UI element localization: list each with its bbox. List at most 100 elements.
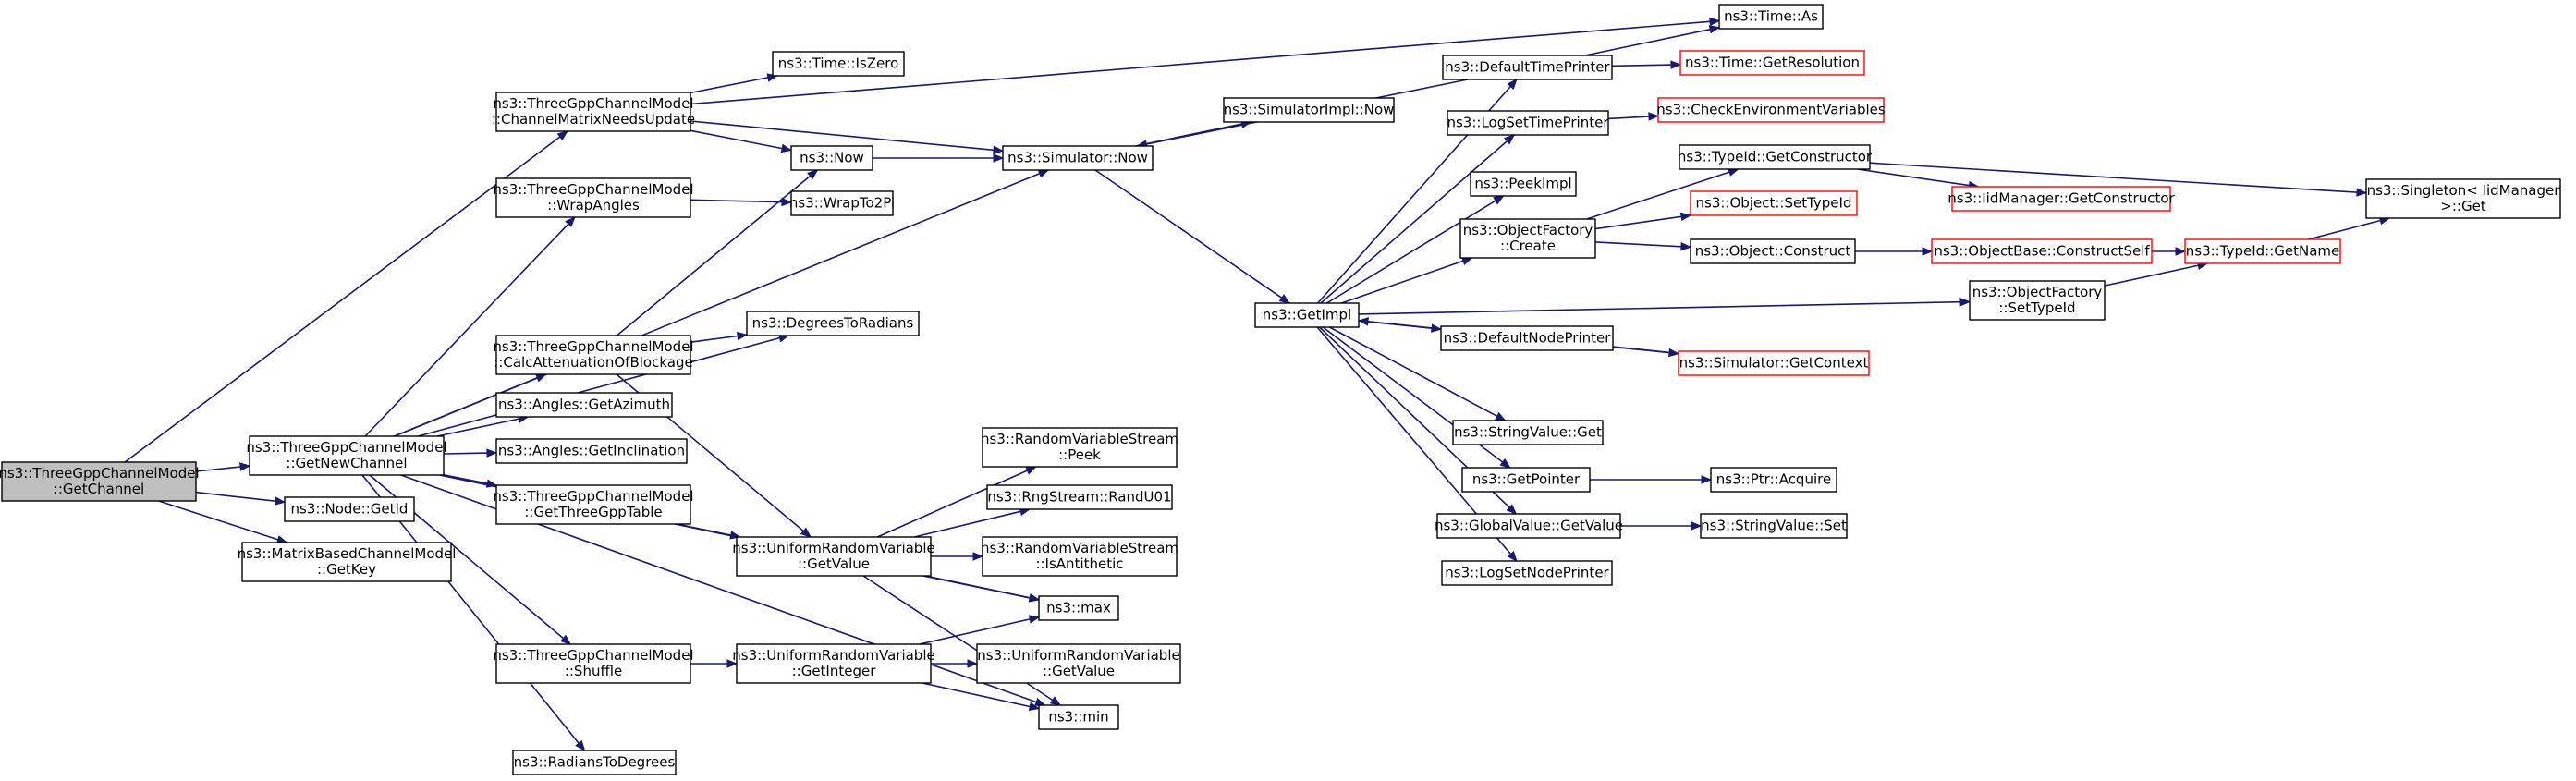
node-timeiszero[interactable]: ns3::Time::IsZero <box>772 51 905 77</box>
node-timeas[interactable]: ns3::Time::As <box>1718 4 1824 30</box>
node-getpointer[interactable]: ns3::GetPointer <box>1461 467 1591 493</box>
node-box-defaulttimeprinter[interactable] <box>1442 55 1613 80</box>
node-getresolution[interactable]: ns3::Time::GetResolution <box>1679 50 1865 76</box>
node-checkenv[interactable]: ns3::CheckEnvironmentVariables <box>1656 97 1886 123</box>
node-box-shuffle[interactable] <box>495 643 691 684</box>
node-getimpl[interactable]: ns3::GetImpl <box>1254 302 1360 328</box>
node-box-min[interactable] <box>1038 704 1119 730</box>
node-box-wrapangles[interactable] <box>495 177 691 218</box>
node-objectconstruct[interactable]: ns3::Object::Construct <box>1690 238 1856 264</box>
node-box-getimpl[interactable] <box>1254 302 1360 328</box>
node-getazimuth[interactable]: ns3::Angles::GetAzimuth <box>495 392 673 418</box>
node-logsettimeprinter[interactable]: ns3::LogSetTimePrinter <box>1447 110 1609 136</box>
node-objfactsettypeid[interactable]: ns3::ObjectFactory::SetTypeId <box>1969 280 2106 321</box>
node-radtodeg[interactable]: ns3::RadiansToDegrees <box>512 750 677 775</box>
node-box-getthreegpptable[interactable] <box>495 484 691 525</box>
node-singletonget[interactable]: ns3::Singleton< IidManager >::Get <box>2365 178 2561 219</box>
node-simgetcontext[interactable]: ns3::Simulator::GetContext <box>1678 350 1870 376</box>
node-box-max[interactable] <box>1038 595 1119 621</box>
node-box-getnewchannel[interactable] <box>249 435 445 476</box>
node-box-typeidgetconstructor[interactable] <box>1679 144 1871 170</box>
node-box-objfactsettypeid[interactable] <box>1969 280 2106 321</box>
node-box-typeidgetname[interactable] <box>2184 238 2341 264</box>
node-isantithetic[interactable]: ns3::RandomVariableStream::IsAntithetic <box>981 536 1178 577</box>
node-box-getkey[interactable] <box>241 542 452 582</box>
node-degtorad[interactable]: ns3::DegreesToRadians <box>746 311 920 336</box>
node-box-simgetcontext[interactable] <box>1678 350 1870 376</box>
node-defaultnodeprinter[interactable]: ns3::DefaultNodePrinter <box>1440 325 1614 351</box>
node-box-nodegetid[interactable] <box>284 496 415 522</box>
node-ptracquire[interactable]: ns3::Ptr::Acquire <box>1710 467 1837 493</box>
node-box-getchannel[interactable] <box>1 461 197 502</box>
node-box-randu01[interactable] <box>986 484 1173 510</box>
node-nodegetid[interactable]: ns3::Node::GetId <box>284 496 415 522</box>
node-box-urvgetvalue[interactable] <box>736 536 932 577</box>
node-box-rvspeek[interactable] <box>982 427 1178 468</box>
node-peekimpl[interactable]: ns3::PeekImpl <box>1470 171 1577 197</box>
node-box-peekimpl[interactable] <box>1470 171 1577 197</box>
node-simimplnow[interactable]: ns3::SimulatorImpl::Now <box>1223 97 1395 123</box>
node-getkey[interactable]: ns3::MatrixBasedChannelModel::GetKey <box>238 542 457 582</box>
node-box-radtodeg[interactable] <box>512 750 677 775</box>
node-box-simnow[interactable] <box>1002 145 1154 171</box>
node-min[interactable]: ns3::min <box>1038 704 1119 730</box>
node-wraptwopi[interactable]: ns3::WrapTo2Pi <box>789 190 895 216</box>
node-typeidgetconstructor[interactable]: ns3::TypeId::GetConstructor <box>1678 144 1873 170</box>
node-objectbaseconstructself[interactable]: ns3::ObjectBase::ConstructSelf <box>1931 238 2153 264</box>
node-globalvaluegetvalue[interactable]: ns3::GlobalValue::GetValue <box>1435 513 1623 539</box>
node-box-logsettimeprinter[interactable] <box>1447 110 1609 136</box>
node-box-urvgetinteger[interactable] <box>736 643 932 684</box>
node-objectsettypeid[interactable]: ns3::Object::SetTypeId <box>1690 190 1858 216</box>
node-now[interactable]: ns3::Now <box>790 145 873 171</box>
node-box-globalvaluegetvalue[interactable] <box>1436 513 1621 539</box>
node-box-objfactcreate[interactable] <box>1459 218 1596 259</box>
node-box-degtorad[interactable] <box>746 311 920 336</box>
node-urvgetvalue[interactable]: ns3::UniformRandomVariable::GetValue <box>732 536 935 577</box>
node-box-getinclination[interactable] <box>495 438 688 464</box>
node-rvspeek[interactable]: ns3::RandomVariableStream::Peek <box>981 427 1178 468</box>
node-box-objectconstruct[interactable] <box>1690 238 1856 264</box>
node-box-objectbaseconstructself[interactable] <box>1931 238 2153 264</box>
node-getthreegpptable[interactable]: ns3::ThreeGppChannelModel::GetThreeGppTa… <box>493 484 694 525</box>
node-box-simimplnow[interactable] <box>1223 97 1395 123</box>
node-box-getresolution[interactable] <box>1679 50 1865 76</box>
node-wrapangles[interactable]: ns3::ThreeGppChannelModel::WrapAngles <box>493 177 694 218</box>
node-typeidgetname[interactable]: ns3::TypeId::GetName <box>2184 238 2341 264</box>
node-defaulttimeprinter[interactable]: ns3::DefaultTimePrinter <box>1442 55 1613 80</box>
node-randu01[interactable]: ns3::RngStream::RandU01 <box>986 484 1173 510</box>
node-box-logsetnodeprinter[interactable] <box>1441 560 1613 586</box>
node-calcblockage[interactable]: ns3::ThreeGppChannelModel::CalcAttenuati… <box>493 335 694 375</box>
node-getnewchannel[interactable]: ns3::ThreeGppChannelModel::GetNewChannel <box>246 435 447 476</box>
node-box-defaultnodeprinter[interactable] <box>1440 325 1614 351</box>
node-box-wraptwopi[interactable] <box>790 190 894 216</box>
node-simnow[interactable]: ns3::Simulator::Now <box>1002 145 1154 171</box>
node-box-stringvalueget[interactable] <box>1452 420 1604 445</box>
node-box-calcblockage[interactable] <box>495 335 691 375</box>
node-box-checkenv[interactable] <box>1657 97 1885 123</box>
node-box-getazimuth[interactable] <box>495 392 673 418</box>
node-iidmanagergetconstructor[interactable]: ns3::IidManager::GetConstructor <box>1947 186 2176 212</box>
node-getchannel[interactable]: ns3::ThreeGppChannelModel::GetChannel <box>0 461 200 502</box>
node-urvgetvalue2[interactable]: ns3::UniformRandomVariable::GetValue <box>976 643 1181 684</box>
node-box-matrixneedsupdate[interactable] <box>495 92 691 132</box>
node-box-objectsettypeid[interactable] <box>1690 190 1858 216</box>
node-box-isantithetic[interactable] <box>982 536 1178 577</box>
node-box-iidmanagergetconstructor[interactable] <box>1951 186 2171 212</box>
node-box-stringvalueset[interactable] <box>1700 513 1848 539</box>
node-getinclination[interactable]: ns3::Angles::GetInclination <box>495 438 688 464</box>
node-box-getpointer[interactable] <box>1461 467 1591 493</box>
node-box-now[interactable] <box>790 145 873 171</box>
node-stringvalueget[interactable]: ns3::StringValue::Get <box>1452 420 1604 445</box>
node-stringvalueset[interactable]: ns3::StringValue::Set <box>1700 513 1848 539</box>
node-box-urvgetvalue2[interactable] <box>976 643 1181 684</box>
node-urvgetinteger[interactable]: ns3::UniformRandomVariable::GetInteger <box>732 643 935 684</box>
node-box-singletonget[interactable] <box>2365 178 2561 219</box>
node-box-ptracquire[interactable] <box>1710 467 1837 493</box>
node-objfactcreate[interactable]: ns3::ObjectFactory::Create <box>1459 218 1596 259</box>
node-box-timeiszero[interactable] <box>772 51 905 77</box>
node-box-timeas[interactable] <box>1718 4 1824 30</box>
node-matrixneedsupdate[interactable]: ns3::ThreeGppChannelModel::ChannelMatrix… <box>492 92 695 132</box>
node-shuffle[interactable]: ns3::ThreeGppChannelModel::Shuffle <box>493 643 694 684</box>
node-max[interactable]: ns3::max <box>1038 595 1119 621</box>
node-logsetnodeprinter[interactable]: ns3::LogSetNodePrinter <box>1441 560 1613 586</box>
